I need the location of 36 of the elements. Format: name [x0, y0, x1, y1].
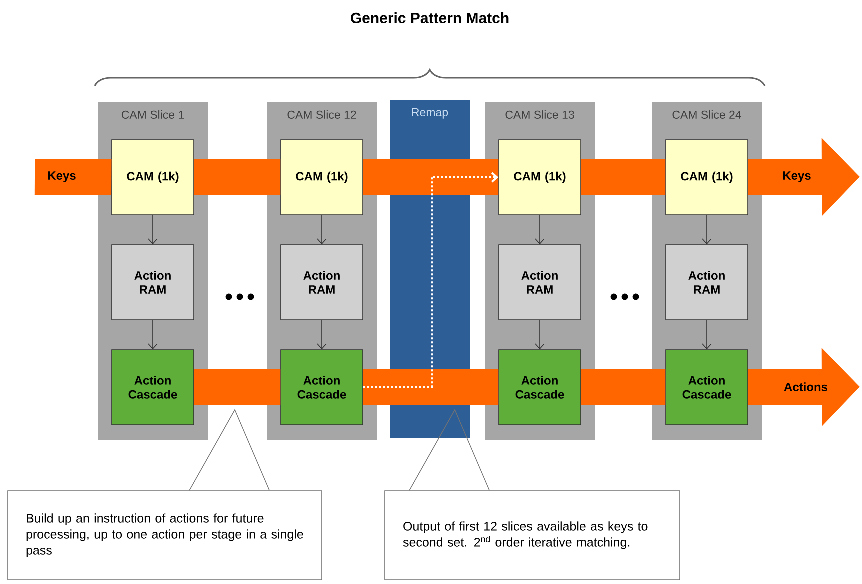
- ram-box: Action RAM: [280, 244, 364, 320]
- arrow: [535, 215, 545, 245]
- leader-line: [409, 409, 490, 491]
- cascade-box: Action Cascade: [112, 350, 194, 426]
- arrow: [317, 320, 327, 350]
- edge-label: Keys: [782, 170, 812, 184]
- cascade-box: Action Cascade: [498, 350, 582, 426]
- arrow: [535, 320, 545, 350]
- cascade-box: Action Cascade: [666, 350, 748, 426]
- callout-box: Output of first 12 slices available as keys to second set. 2$^{nd}$ order iterative matching.: [384, 490, 680, 580]
- arrow: [148, 320, 158, 350]
- dotted-arrow: [363, 172, 499, 388]
- flow-band: [194, 160, 281, 196]
- arrow: [702, 320, 712, 350]
- cascade-box: Action Cascade: [280, 350, 364, 426]
- edge-label: Actions: [783, 382, 829, 392]
- arrow: [702, 215, 712, 245]
- cam-box: CAM (1k): [498, 140, 582, 216]
- arrow: [148, 215, 158, 245]
- flow-band: [194, 370, 281, 406]
- flow-band: [581, 370, 666, 406]
- title: Generic Pattern Match: [351, 12, 509, 24]
- ram-box: Action RAM: [666, 244, 748, 320]
- cam-box: CAM (1k): [112, 140, 194, 216]
- callout-box: Build up an instruction of actions for future processing, up to one action per stage in a single pass: [8, 490, 322, 580]
- ram-box: Action RAM: [498, 244, 582, 320]
- arrow: [317, 215, 327, 245]
- ram-box: Action RAM: [112, 244, 194, 320]
- cam-box: CAM (1k): [666, 140, 748, 216]
- flow-band: [363, 160, 499, 196]
- flow-band: [34, 159, 112, 196]
- cam-box: CAM (1k): [280, 140, 364, 216]
- edge-label: Keys: [46, 170, 78, 184]
- leader-line: [189, 409, 270, 491]
- flow-band: [363, 370, 499, 406]
- flow-band: [581, 160, 666, 196]
